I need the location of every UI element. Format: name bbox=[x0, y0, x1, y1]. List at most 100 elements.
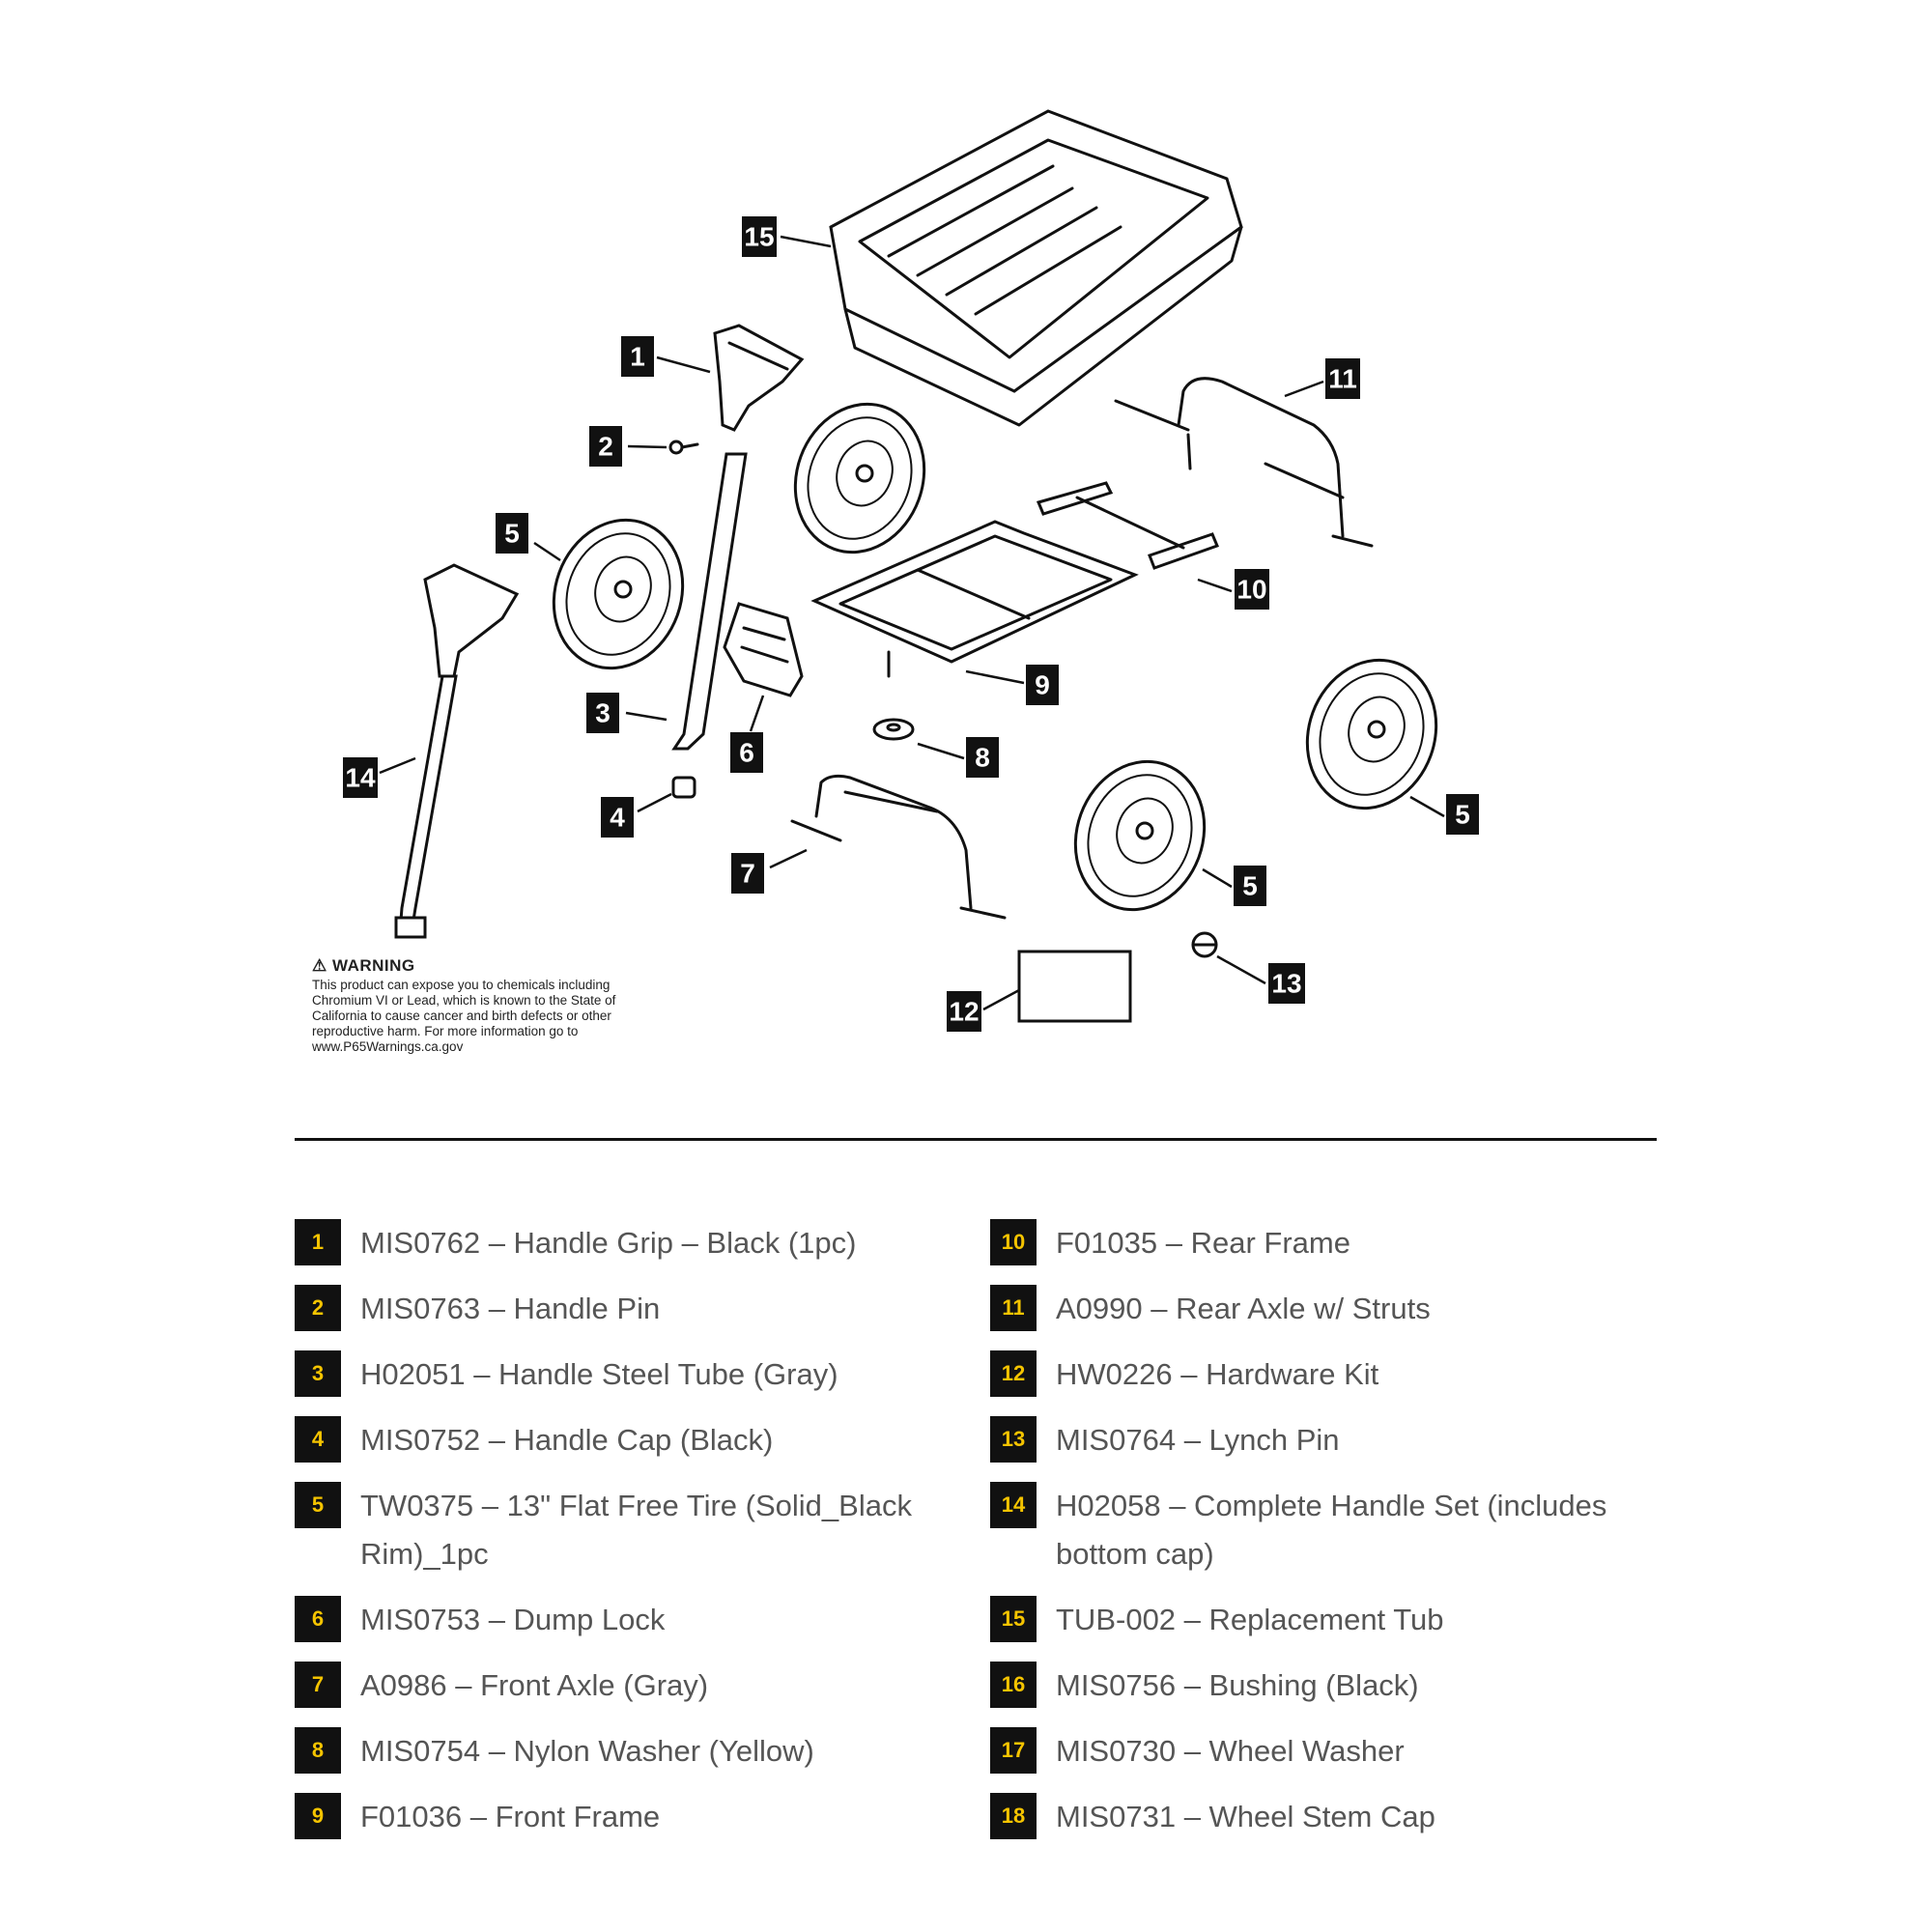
part-number-badge: 6 bbox=[295, 1596, 341, 1642]
part-number-badge: 16 bbox=[990, 1662, 1037, 1708]
handle-pin-part-2 bbox=[668, 440, 699, 455]
svg-text:15: 15 bbox=[744, 222, 774, 252]
exploded-parts-diagram: 15 1 2 5 3 6 14 4 7 8 9 10 11 5 5 12 13 bbox=[343, 109, 1479, 1032]
nylon-washer-part-8 bbox=[872, 718, 915, 741]
part-number-badge: 5 bbox=[295, 1482, 341, 1528]
parts-list-item: 7 A0986 – Front Axle (Gray) bbox=[295, 1662, 971, 1710]
tire-left-part-5 bbox=[552, 518, 685, 670]
svg-text:11: 11 bbox=[1328, 364, 1357, 394]
parts-list-item: 2 MIS0763 – Handle Pin bbox=[295, 1285, 971, 1333]
part-description: MIS0752 – Handle Cap (Black) bbox=[360, 1423, 774, 1457]
dump-lock-part-6 bbox=[723, 602, 804, 697]
part-description: MIS0731 – Wheel Stem Cap bbox=[1056, 1800, 1435, 1833]
part-description: MIS0763 – Handle Pin bbox=[360, 1292, 661, 1325]
svg-text:8: 8 bbox=[975, 743, 990, 773]
part-number-badge: 9 bbox=[295, 1793, 341, 1839]
part-description: H02058 – Complete Handle Set (includes b… bbox=[1056, 1489, 1607, 1571]
part-number-badge: 11 bbox=[990, 1285, 1037, 1331]
svg-text:7: 7 bbox=[740, 859, 755, 889]
callout-15: 15 bbox=[742, 216, 777, 257]
part-description: MIS0754 – Nylon Washer (Yellow) bbox=[360, 1734, 814, 1768]
part-description: A0990 – Rear Axle w/ Struts bbox=[1056, 1292, 1431, 1325]
part-number-badge: 8 bbox=[295, 1727, 341, 1774]
callout-14: 14 bbox=[343, 757, 378, 798]
part-description: F01035 – Rear Frame bbox=[1056, 1226, 1350, 1260]
callout-11: 11 bbox=[1325, 358, 1360, 399]
front-axle-part-7 bbox=[790, 774, 1007, 920]
parts-list-item: 1 MIS0762 – Handle Grip – Black (1pc) bbox=[295, 1219, 971, 1267]
part-number-badge: 12 bbox=[990, 1350, 1037, 1397]
svg-text:10: 10 bbox=[1236, 575, 1266, 605]
callout-2: 2 bbox=[589, 426, 622, 467]
part-number-badge: 17 bbox=[990, 1727, 1037, 1774]
lynch-pin-part-13 bbox=[1191, 931, 1218, 958]
tire-upper-part-5 bbox=[793, 402, 926, 554]
parts-list-item: 6 MIS0753 – Dump Lock bbox=[295, 1596, 971, 1644]
prop65-warning: ⚠ WARNING This product can expose you to… bbox=[312, 956, 660, 1055]
callout-3: 3 bbox=[586, 693, 619, 733]
callout-5c: 5 bbox=[1446, 794, 1479, 835]
svg-text:5: 5 bbox=[1455, 800, 1470, 830]
svg-text:2: 2 bbox=[598, 432, 613, 462]
tire-right-part-5 bbox=[1305, 658, 1438, 810]
part-number-badge: 4 bbox=[295, 1416, 341, 1463]
parts-list-item: 11 A0990 – Rear Axle w/ Struts bbox=[990, 1285, 1666, 1333]
complete-handle-part-14 bbox=[394, 563, 520, 939]
svg-text:3: 3 bbox=[595, 698, 611, 728]
part-number-badge: 1 bbox=[295, 1219, 341, 1265]
part-description: H02051 – Handle Steel Tube (Gray) bbox=[360, 1357, 838, 1391]
callout-9: 9 bbox=[1026, 665, 1059, 705]
parts-list-item: 9 F01036 – Front Frame bbox=[295, 1793, 971, 1841]
part-description: TUB-002 – Replacement Tub bbox=[1056, 1603, 1444, 1636]
svg-text:14: 14 bbox=[345, 763, 376, 793]
svg-text:6: 6 bbox=[739, 738, 754, 768]
part-description: A0986 – Front Axle (Gray) bbox=[360, 1668, 709, 1702]
handle-grip-part-1 bbox=[713, 324, 805, 432]
callout-1: 1 bbox=[621, 336, 654, 377]
tub-part-15 bbox=[829, 109, 1243, 427]
svg-text:5: 5 bbox=[504, 519, 520, 549]
callout-12: 12 bbox=[947, 991, 981, 1032]
callout-7: 7 bbox=[731, 853, 764, 894]
callout-6: 6 bbox=[730, 732, 763, 773]
callout-5b: 5 bbox=[1234, 866, 1266, 906]
part-description: MIS0756 – Bushing (Black) bbox=[1056, 1668, 1419, 1702]
hardware-kit-part-12 bbox=[1017, 950, 1132, 1023]
tire-lower-part-5 bbox=[1073, 759, 1207, 912]
svg-text:5: 5 bbox=[1242, 871, 1258, 901]
part-description: MIS0753 – Dump Lock bbox=[360, 1603, 666, 1636]
warning-text: This product can expose you to chemicals… bbox=[312, 978, 616, 1054]
part-description: MIS0762 – Handle Grip – Black (1pc) bbox=[360, 1226, 857, 1260]
svg-text:12: 12 bbox=[949, 997, 979, 1027]
part-number-badge: 2 bbox=[295, 1285, 341, 1331]
callout-4: 4 bbox=[601, 797, 634, 838]
handle-tube-part-3 bbox=[671, 452, 748, 751]
callout-10: 10 bbox=[1235, 569, 1269, 610]
part-description: F01036 – Front Frame bbox=[360, 1800, 661, 1833]
part-description: MIS0764 – Lynch Pin bbox=[1056, 1423, 1340, 1457]
part-number-badge: 15 bbox=[990, 1596, 1037, 1642]
callout-13: 13 bbox=[1268, 963, 1305, 1004]
parts-list-item: 10 F01035 – Rear Frame bbox=[990, 1219, 1666, 1267]
leader-lines bbox=[379, 235, 1445, 1011]
rear-axle-part-11 bbox=[1114, 377, 1374, 548]
part-description: HW0226 – Hardware Kit bbox=[1056, 1357, 1379, 1391]
parts-list-item: 15 TUB-002 – Replacement Tub bbox=[990, 1596, 1666, 1644]
part-number-badge: 10 bbox=[990, 1219, 1037, 1265]
part-number-badge: 7 bbox=[295, 1662, 341, 1708]
parts-list-item: 4 MIS0752 – Handle Cap (Black) bbox=[295, 1416, 971, 1464]
svg-text:13: 13 bbox=[1271, 969, 1301, 999]
rear-frame-part-10 bbox=[1036, 481, 1219, 570]
part-description: MIS0730 – Wheel Washer bbox=[1056, 1734, 1405, 1768]
part-number-badge: 14 bbox=[990, 1482, 1037, 1528]
section-divider bbox=[295, 1138, 1657, 1141]
svg-text:9: 9 bbox=[1035, 670, 1050, 700]
part-description: TW0375 – 13" Flat Free Tire (Solid_Black… bbox=[360, 1489, 912, 1571]
svg-text:4: 4 bbox=[610, 803, 625, 833]
parts-list-item: 12 HW0226 – Hardware Kit bbox=[990, 1350, 1666, 1399]
parts-list-item: 14 H02058 – Complete Handle Set (includes… bbox=[990, 1482, 1666, 1578]
